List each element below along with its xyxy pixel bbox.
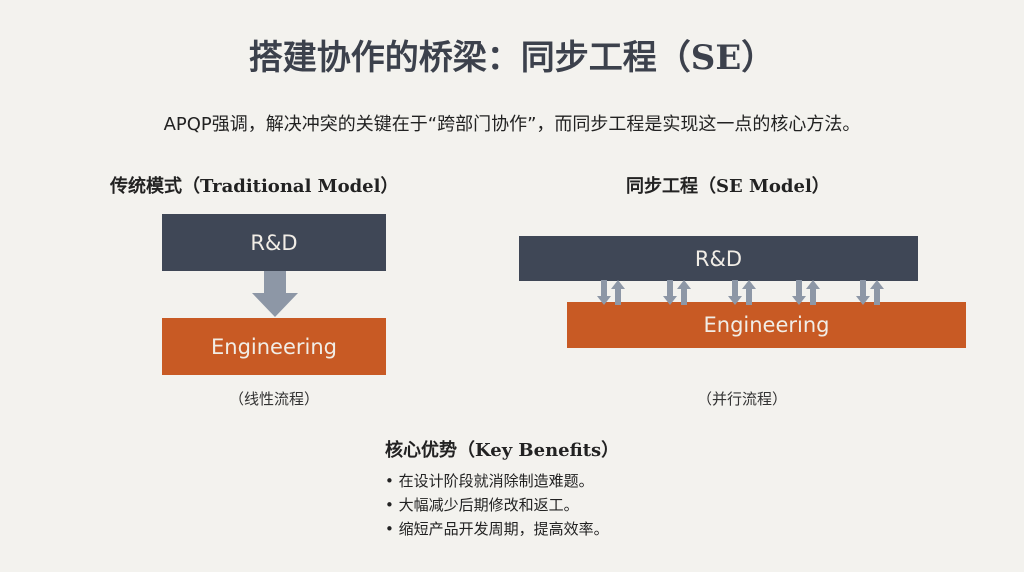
- se-engineering-box: Engineering: [567, 302, 966, 348]
- traditional-model-heading: 传统模式（Traditional Model）: [110, 176, 399, 197]
- se-model-heading: 同步工程（SE Model）: [626, 176, 830, 197]
- subtitle: APQP强调，解决冲突的关键在于“跨部门协作”，而同步工程是实现这一点的核心方法…: [163, 114, 861, 135]
- traditional-rd-box: R&D: [162, 214, 386, 271]
- bidirectional-arrows: [597, 280, 884, 305]
- se-rd-box: R&D: [519, 236, 918, 281]
- down-arrow-icon: [252, 271, 298, 317]
- bidirectional-arrow-icon: [856, 280, 884, 305]
- benefits-heading: 核心优势（Key Benefits）: [385, 440, 620, 461]
- bidirectional-arrow-icon: [728, 280, 756, 305]
- page-title: 搭建协作的桥梁：同步工程（SE）: [248, 38, 776, 78]
- benefit-item: • 大幅减少后期修改和返工。: [385, 496, 579, 514]
- traditional-caption: （线性流程）: [228, 390, 319, 408]
- benefit-item: • 缩短产品开发周期，提高效率。: [385, 520, 609, 538]
- se-caption: （并行流程）: [696, 390, 787, 408]
- benefit-item: • 在设计阶段就消除制造难题。: [385, 472, 594, 490]
- bidirectional-arrow-icon: [792, 280, 820, 305]
- bidirectional-arrow-icon: [597, 280, 625, 305]
- bidirectional-arrow-icon: [663, 280, 691, 305]
- traditional-engineering-box: Engineering: [162, 318, 386, 375]
